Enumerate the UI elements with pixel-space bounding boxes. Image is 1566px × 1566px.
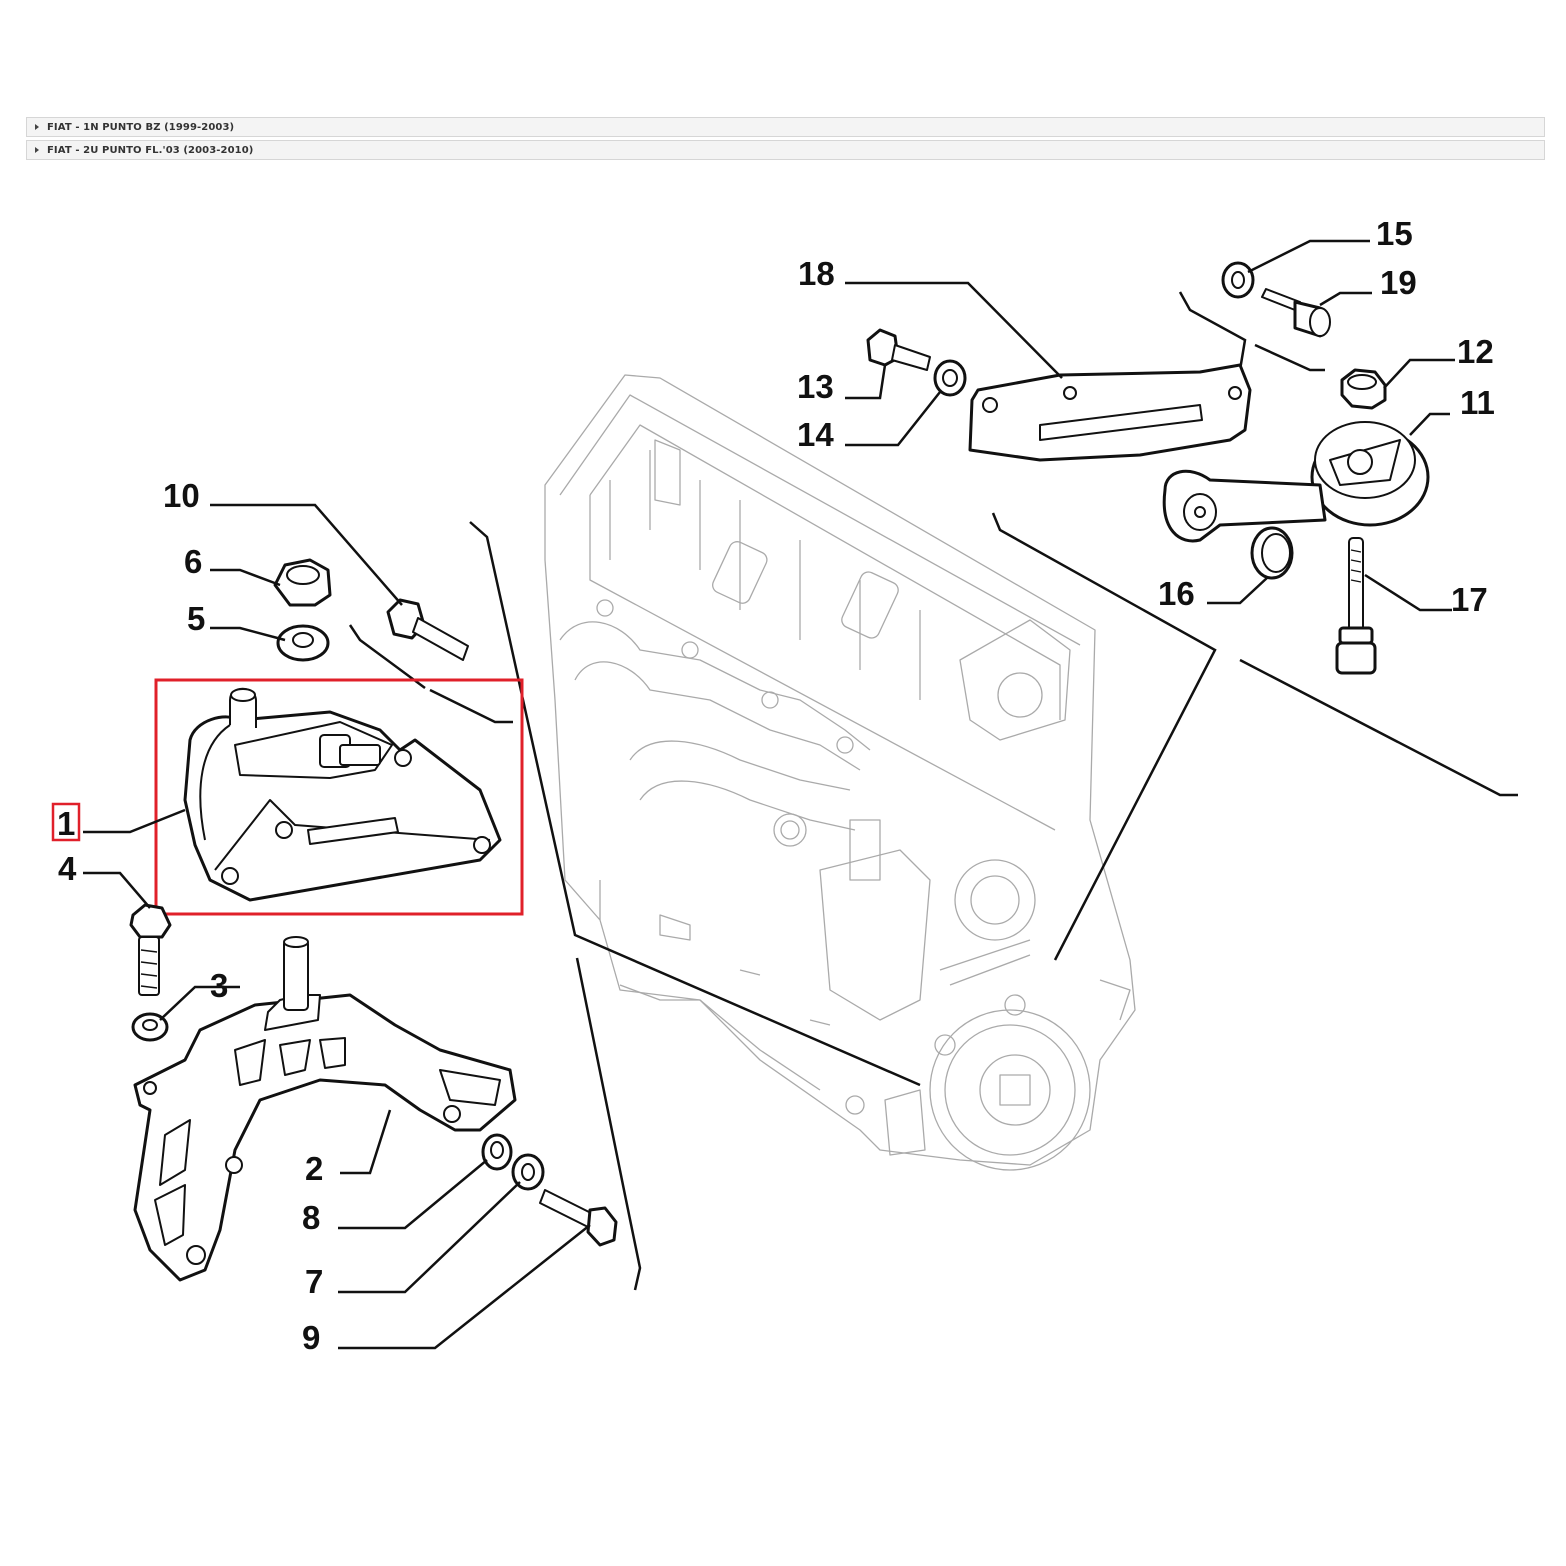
assembly-leader-lines bbox=[348, 291, 1518, 1291]
selected-part-highlight-box bbox=[154, 678, 524, 916]
engine-block-illustration bbox=[544, 374, 1136, 1171]
part-2-support-bracket bbox=[133, 936, 517, 1282]
callout-leader-lines bbox=[83, 239, 1455, 1350]
part-4-bolt bbox=[129, 903, 172, 996]
accordion-item-1n-punto[interactable]: FIAT - 1N PUNTO BZ (1999-2003) bbox=[26, 117, 1545, 137]
part-18-bracket bbox=[968, 363, 1252, 462]
part-12-nut bbox=[1340, 368, 1387, 410]
callout-10[interactable]: 10 bbox=[163, 477, 200, 514]
part-14-washer bbox=[933, 359, 967, 397]
part-5-washer bbox=[276, 624, 330, 662]
part-15-washer bbox=[1221, 261, 1255, 299]
part-16-washer bbox=[1250, 526, 1294, 580]
accordion-label: FIAT - 1N PUNTO BZ (1999-2003) bbox=[47, 121, 235, 133]
callout-17[interactable]: 17 bbox=[1451, 581, 1488, 618]
callout-19[interactable]: 19 bbox=[1380, 264, 1417, 301]
part-13-bolt bbox=[866, 328, 931, 371]
part-1-engine-mount[interactable] bbox=[183, 687, 502, 902]
callout-15[interactable]: 15 bbox=[1376, 215, 1413, 252]
part-17-stud bbox=[1335, 537, 1377, 675]
part-10-bolt bbox=[386, 598, 469, 661]
part-6-nut bbox=[273, 558, 332, 607]
callout-labels: 1 2 3 4 5 6 7 8 9 10 11 12 13 14 15 16 1… bbox=[51, 215, 1495, 1356]
callout-9[interactable]: 9 bbox=[302, 1319, 320, 1356]
callout-4[interactable]: 4 bbox=[58, 850, 77, 887]
callout-13[interactable]: 13 bbox=[797, 368, 834, 405]
callout-3[interactable]: 3 bbox=[210, 967, 228, 1004]
accordion-item-2u-punto[interactable]: FIAT - 2U PUNTO FL.'03 (2003-2010) bbox=[26, 140, 1545, 160]
callout-2[interactable]: 2 bbox=[305, 1150, 323, 1187]
part-7-washer bbox=[511, 1153, 545, 1191]
callout-5[interactable]: 5 bbox=[187, 600, 205, 637]
caret-right-icon bbox=[35, 147, 39, 153]
callout-11[interactable]: 11 bbox=[1460, 384, 1495, 421]
part-9-bolt bbox=[539, 1189, 618, 1247]
callout-8[interactable]: 8 bbox=[302, 1199, 320, 1236]
part-19-bolt bbox=[1261, 288, 1331, 338]
callout-1[interactable]: 1 bbox=[57, 805, 75, 842]
callout-6[interactable]: 6 bbox=[184, 543, 202, 580]
callout-12[interactable]: 12 bbox=[1457, 333, 1494, 370]
part-3-washer bbox=[131, 1012, 169, 1042]
callout-16[interactable]: 16 bbox=[1158, 575, 1195, 612]
callout-14[interactable]: 14 bbox=[797, 416, 834, 453]
caret-right-icon bbox=[35, 124, 39, 130]
callout-18[interactable]: 18 bbox=[798, 255, 835, 292]
part-11-torque-rod bbox=[1162, 421, 1430, 543]
part-8-washer bbox=[481, 1133, 513, 1171]
selected-callout-box bbox=[51, 802, 81, 842]
callout-7[interactable]: 7 bbox=[305, 1263, 323, 1300]
accordion-label: FIAT - 2U PUNTO FL.'03 (2003-2010) bbox=[47, 144, 254, 156]
